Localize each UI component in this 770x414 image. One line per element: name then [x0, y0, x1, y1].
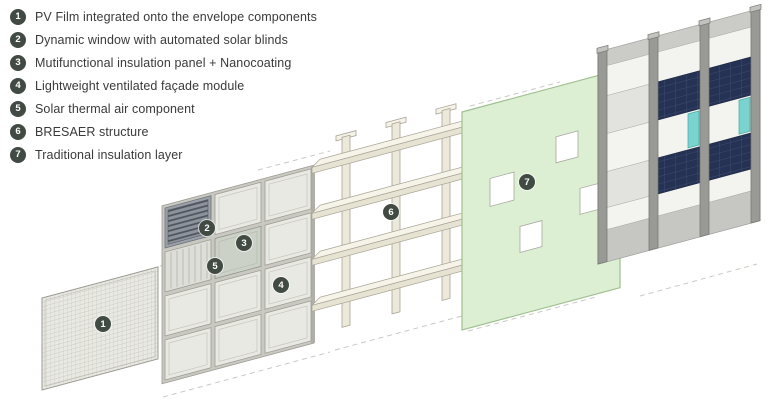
- legend-item-1: 1 PV Film integrated onto the envelope c…: [10, 9, 317, 25]
- diagram-badge-2: 2: [199, 220, 215, 236]
- diagram-badge-6: 6: [383, 204, 399, 220]
- module-edge: [311, 164, 315, 344]
- legend-item-4: 4 Lightweight ventilated façade module: [10, 78, 317, 94]
- facade-panel-frames: [168, 173, 308, 376]
- diagram-badge-5: 5: [207, 258, 223, 274]
- assembled-envelope: [596, 3, 762, 265]
- legend-label-6: BRESAER structure: [35, 125, 149, 139]
- insulation-window-cutouts: [489, 130, 603, 253]
- legend-label-1: PV Film integrated onto the envelope com…: [35, 10, 317, 24]
- legend-label-4: Lightweight ventilated façade module: [35, 79, 245, 93]
- legend-badge-3: 3: [10, 55, 26, 71]
- insulation-layer: [461, 68, 621, 331]
- structure-rails: [310, 116, 480, 312]
- structure-posts: [335, 103, 457, 328]
- solar-thermal-panel: [164, 239, 212, 293]
- legend-badge-5: 5: [10, 101, 26, 117]
- envelope-glazing-teal: [687, 96, 751, 149]
- legend-item-3: 3 Mutifunctional insulation panel + Nano…: [10, 55, 317, 71]
- legend-item-2: 2 Dynamic window with automated solar bl…: [10, 32, 317, 48]
- dynamic-window-blinds: [164, 195, 212, 249]
- legend-label-7: Traditional insulation layer: [35, 148, 183, 162]
- pv-film-inner-frame: [44, 270, 156, 387]
- legend-badge-2: 2: [10, 32, 26, 48]
- legend-label-2: Dynamic window with automated solar blin…: [35, 33, 288, 47]
- bresaer-structure: [310, 103, 480, 328]
- legend-label-3: Mutifunctional insulation panel + Nanoco…: [35, 56, 292, 70]
- envelope-mullions: [596, 3, 762, 265]
- facade-module-assembly: [161, 164, 315, 385]
- envelope-bay-left: [606, 38, 650, 262]
- guide-dashes: [159, 81, 758, 398]
- diagram-badge-3: 3: [236, 235, 252, 251]
- legend-item-7: 7 Traditional insulation layer: [10, 147, 317, 163]
- legend: 1 PV Film integrated onto the envelope c…: [10, 9, 317, 163]
- diagram-badge-1: 1: [95, 316, 111, 332]
- legend-label-5: Solar thermal air component: [35, 102, 195, 116]
- legend-item-5: 5 Solar thermal air component: [10, 101, 317, 117]
- legend-badge-6: 6: [10, 124, 26, 140]
- legend-badge-1: 1: [10, 9, 26, 25]
- diagram-badge-4: 4: [273, 277, 289, 293]
- legend-item-6: 6 BRESAER structure: [10, 124, 317, 140]
- diagram-badge-7: 7: [519, 174, 535, 190]
- legend-badge-7: 7: [10, 147, 26, 163]
- legend-badge-4: 4: [10, 78, 26, 94]
